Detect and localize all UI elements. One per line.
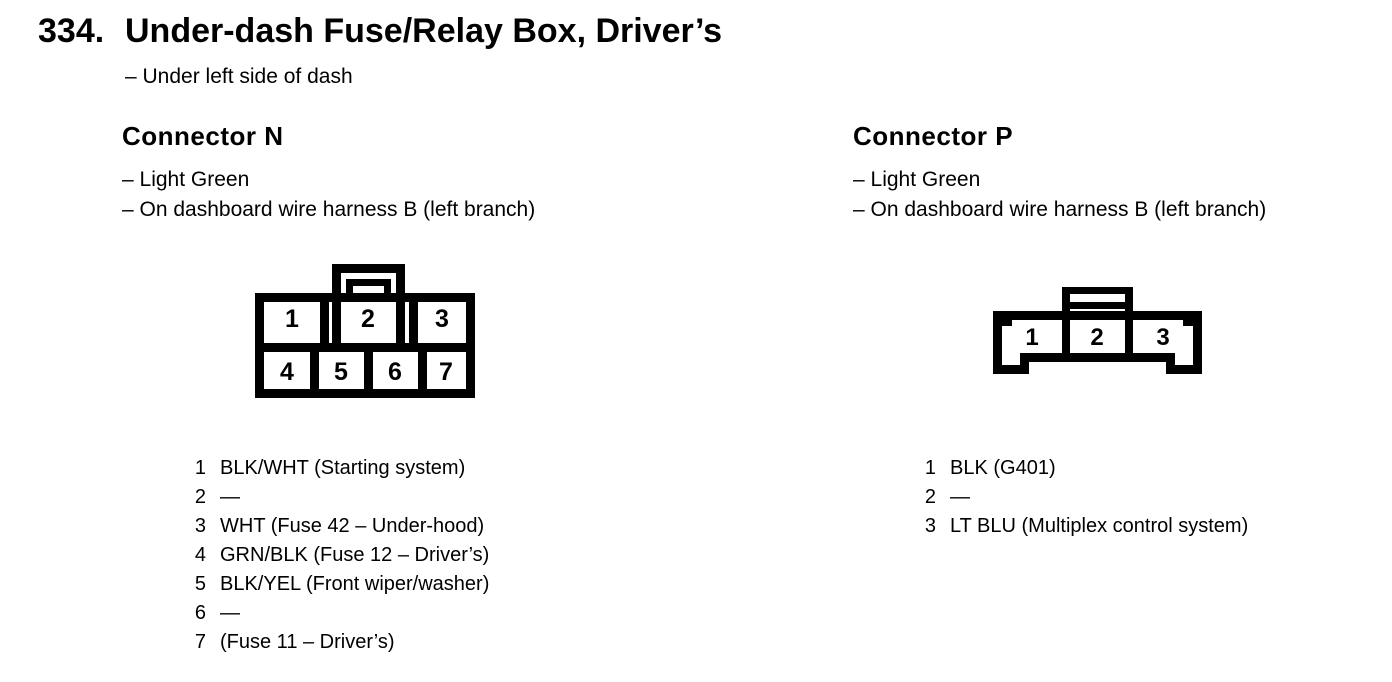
pin-description: — xyxy=(220,602,240,624)
pin-number: 1 xyxy=(194,457,206,479)
page-title: Under-dash Fuse/Relay Box, Driver’s xyxy=(125,12,723,50)
pin-number: 5 xyxy=(194,573,206,595)
page-title-row: 334. Under-dash Fuse/Relay Box, Driver’s xyxy=(38,12,722,50)
pin-row: 1 BLK (G401) xyxy=(919,454,1248,483)
connector-p-color-note: – Light Green xyxy=(853,168,981,191)
connector-p-section: Connector P – Light Green – On dashboard… xyxy=(853,121,1266,225)
pin-number: 2 xyxy=(194,486,206,508)
connector-n-harness-note: – On dashboard wire harness B (left bran… xyxy=(122,198,536,221)
pin-description: — xyxy=(220,486,240,508)
page-title-number: 334. xyxy=(38,12,105,50)
connector-p-heading: Connector P xyxy=(853,121,1014,151)
pin-number: 4 xyxy=(194,544,206,566)
pin-description: GRN/BLK (Fuse 12 – Driver’s) xyxy=(220,544,490,566)
cavity-label: 2 xyxy=(1090,324,1103,351)
pin-row: 6 — xyxy=(189,599,489,628)
pin-number: 3 xyxy=(194,515,206,537)
cavity-label: 1 xyxy=(285,305,299,333)
pin-description: LT BLU (Multiplex control system) xyxy=(950,515,1249,537)
pin-number: 3 xyxy=(924,515,936,537)
pin-description: WHT (Fuse 42 – Under-hood) xyxy=(220,515,485,537)
cavity-label: 3 xyxy=(1156,324,1169,351)
pin-row: 5 BLK/YEL (Front wiper/washer) xyxy=(189,570,489,599)
connector-p-pin-list: 1 BLK (G401) 2 — 3 LT BLU (Multiplex con… xyxy=(919,454,1248,541)
connector-p-notes: – Light Green – On dashboard wire harnes… xyxy=(853,165,1266,225)
pin-number: 6 xyxy=(194,602,206,624)
connector-n-color-note: – Light Green xyxy=(122,168,250,191)
connector-n-cavity-numbers: 1 2 3 4 5 6 7 xyxy=(280,305,453,386)
pin-description: — xyxy=(950,486,970,508)
pin-row: 2 — xyxy=(919,483,1248,512)
pin-number: 7 xyxy=(194,631,206,653)
cavity-label: 3 xyxy=(435,305,449,333)
pin-number: 1 xyxy=(924,457,936,479)
cavity-label: 2 xyxy=(361,305,375,333)
pin-description: BLK/WHT (Starting system) xyxy=(220,457,466,479)
connector-n-pin-list: 1 BLK/WHT (Starting system) 2 — 3 WHT (F… xyxy=(189,454,489,657)
pin-row: 3 LT BLU (Multiplex control system) xyxy=(919,512,1248,541)
connector-n-body-outline xyxy=(255,264,475,398)
connector-p-diagram: 1 2 3 xyxy=(993,287,1202,374)
pin-row: 7 (Fuse 11 – Driver’s) xyxy=(189,628,489,657)
connector-p-body-outline xyxy=(993,287,1202,374)
connector-n-heading: Connector N xyxy=(122,121,284,151)
pin-row: 4 GRN/BLK (Fuse 12 – Driver’s) xyxy=(189,541,489,570)
cavity-label: 5 xyxy=(334,358,348,386)
cavity-label: 1 xyxy=(1025,324,1038,351)
cavity-label: 4 xyxy=(280,358,294,386)
location-note: – Under left side of dash xyxy=(125,65,353,88)
connector-n-diagram: 1 2 3 4 5 6 7 xyxy=(255,264,475,398)
connector-p-harness-note: – On dashboard wire harness B (left bran… xyxy=(853,198,1267,221)
pin-description: (Fuse 11 – Driver’s) xyxy=(220,631,395,653)
connector-n-section: Connector N – Light Green – On dashboard… xyxy=(122,121,535,225)
pin-row: 2 — xyxy=(189,483,489,512)
pin-number: 2 xyxy=(924,486,936,508)
pin-description: BLK/YEL (Front wiper/washer) xyxy=(220,573,490,595)
cavity-label: 6 xyxy=(388,358,402,386)
pin-row: 3 WHT (Fuse 42 – Under-hood) xyxy=(189,512,489,541)
pin-description: BLK (G401) xyxy=(950,457,1056,479)
pin-row: 1 BLK/WHT (Starting system) xyxy=(189,454,489,483)
connector-n-notes: – Light Green – On dashboard wire harnes… xyxy=(122,165,535,225)
cavity-label: 7 xyxy=(439,358,453,386)
connector-p-cavity-numbers: 1 2 3 xyxy=(1025,324,1169,351)
